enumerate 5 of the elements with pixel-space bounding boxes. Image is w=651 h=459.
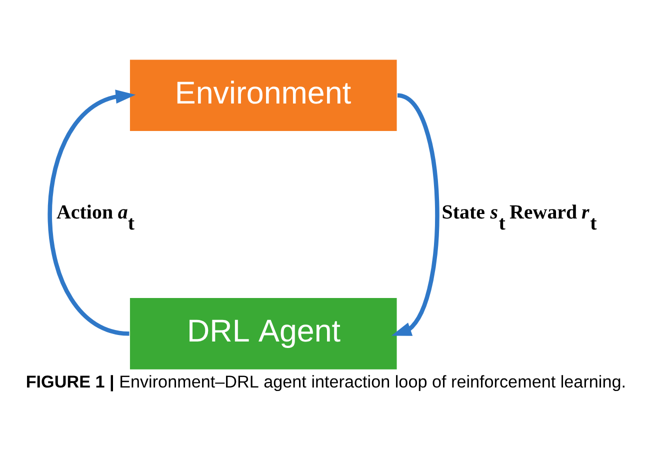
node-box: Environment <box>130 60 397 132</box>
node-box: DRL Agent <box>130 298 397 370</box>
arrow <box>48 90 136 336</box>
caption: FIGURE 1 | Environment–DRL agent interaction loop of reinforcement learning. <box>26 372 626 392</box>
arrow <box>391 93 440 336</box>
